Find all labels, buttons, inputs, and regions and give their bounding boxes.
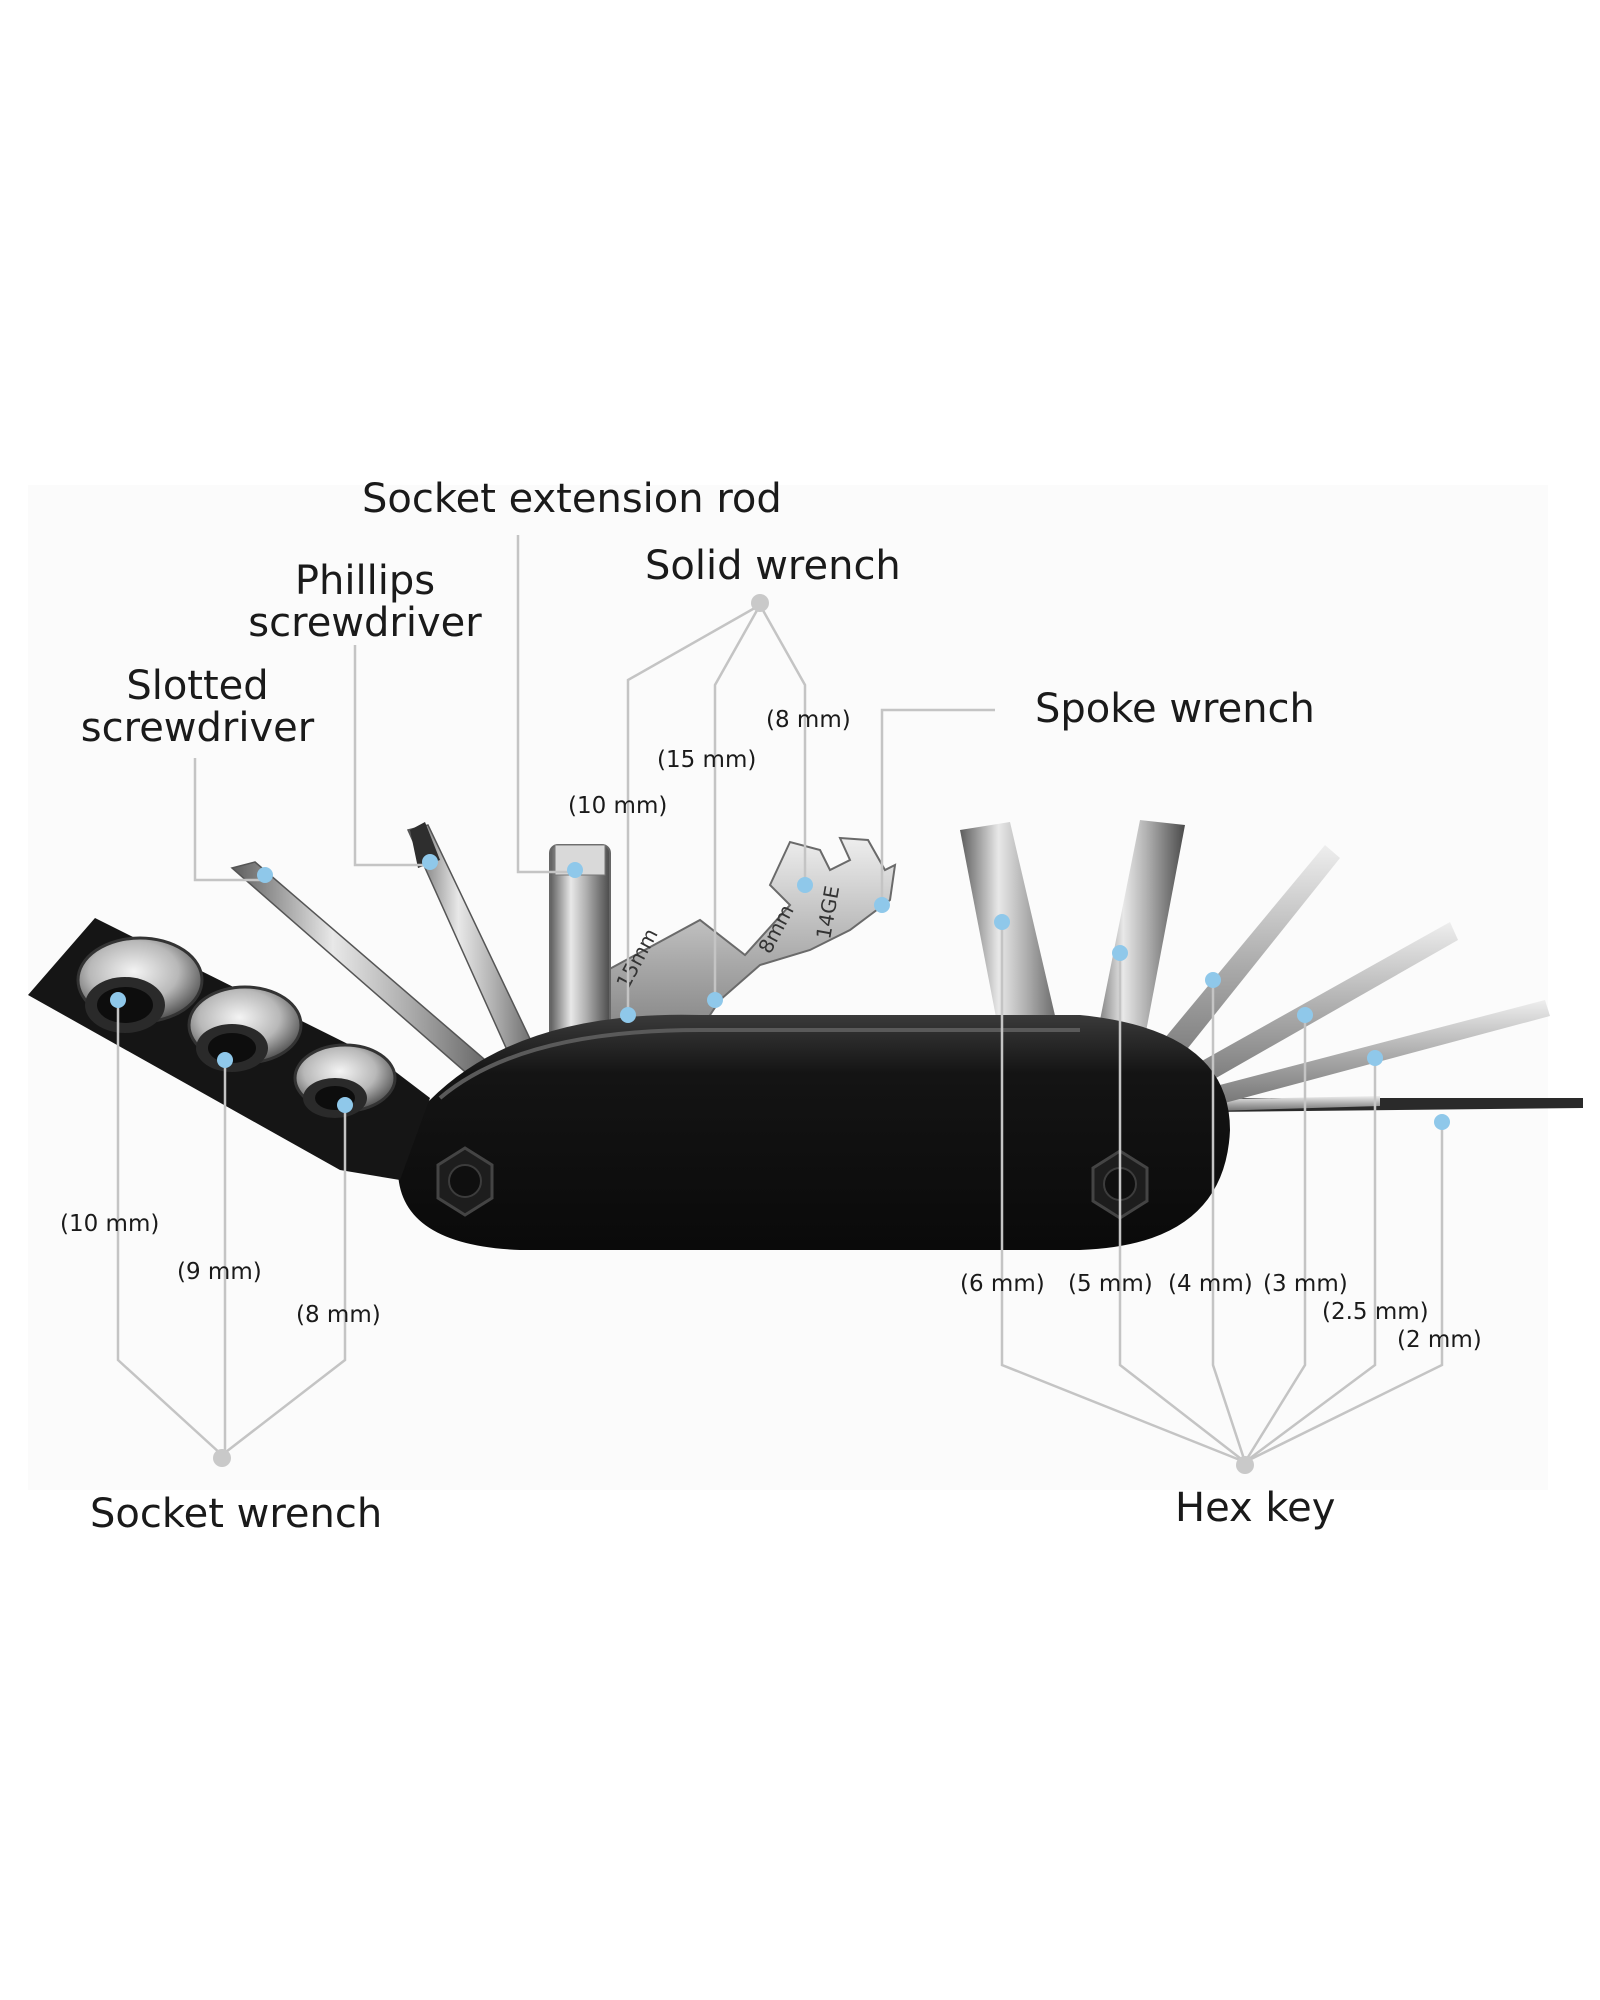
size-hex-5mm: (5 mm): [1068, 1271, 1153, 1297]
label-slotted-screwdriver: Slotted screwdriver: [75, 665, 320, 749]
hub-dot-hex-key: [1236, 1456, 1254, 1474]
line-hex-3mm: [1243, 1015, 1307, 1463]
label-phillips-screwdriver: Phillips screwdriver: [245, 560, 485, 644]
label-phillips-line1: Phillips: [294, 558, 436, 604]
line-hex-4mm: [1211, 980, 1247, 1463]
size-solid-10mm: (10 mm): [568, 793, 668, 819]
label-spoke-wrench: Spoke wrench: [1035, 686, 1315, 732]
line-hex-2mm: [1244, 1122, 1444, 1464]
marker-solid-8mm: [797, 877, 813, 893]
size-hex-6mm: (6 mm): [960, 1271, 1045, 1297]
marker-extension-rod: [567, 862, 583, 878]
line-socket-8mm: [221, 1105, 347, 1456]
marker-dots: [110, 854, 1450, 1130]
line-spoke-wrench: [880, 708, 995, 905]
marker-socket-9mm: [217, 1052, 233, 1068]
line-socket-extension-rod: [516, 535, 575, 874]
socket-10mm: [76, 936, 204, 1033]
size-solid-15mm: (15 mm): [657, 747, 757, 773]
hub-dot-solid-wrench: [751, 594, 769, 612]
size-hex-3mm: (3 mm): [1263, 1271, 1348, 1297]
size-hex-4mm: (4 mm): [1168, 1271, 1253, 1297]
label-phillips-line2: screwdriver: [248, 600, 482, 646]
line-solid-wrench-8mm: [758, 604, 807, 885]
hex-key-4mm: [1130, 845, 1340, 1098]
marker-hex-2-5mm: [1367, 1050, 1383, 1066]
tool-drawing: 15mm 8mm 14GE: [28, 820, 1583, 1250]
size-solid-8mm: (8 mm): [766, 707, 851, 733]
line-hex-6mm: [1000, 922, 1246, 1464]
marker-hex-6mm: [994, 914, 1010, 930]
label-slotted-line1: Slotted: [126, 663, 269, 709]
marker-solid-10mm: [620, 1007, 636, 1023]
line-slotted-screwdriver: [193, 758, 265, 882]
marker-socket-8mm: [337, 1097, 353, 1113]
marker-spoke: [874, 897, 890, 913]
marker-hex-2mm: [1434, 1114, 1450, 1130]
label-solid-wrench: Solid wrench: [645, 543, 901, 589]
socket-9mm: [187, 985, 303, 1072]
marker-hex-4mm: [1205, 972, 1221, 988]
size-socket-9mm: (9 mm): [177, 1259, 262, 1285]
hex-key-2-5mm: [1170, 1000, 1550, 1116]
marker-socket-10mm: [110, 992, 126, 1008]
hub-dot-socket-wrench: [213, 1449, 231, 1467]
line-hex-5mm: [1118, 953, 1246, 1463]
marker-hex-5mm: [1112, 945, 1128, 961]
label-socket-wrench: Socket wrench: [90, 1491, 383, 1537]
line-solid-wrench-15mm: [713, 604, 762, 1000]
size-socket-8mm: (8 mm): [296, 1302, 381, 1328]
marker-hex-3mm: [1297, 1007, 1313, 1023]
label-slotted-line2: screwdriver: [80, 705, 315, 751]
bolt-left: [436, 1146, 494, 1217]
size-hex-2mm: (2 mm): [1397, 1327, 1482, 1353]
size-hex-2-5mm: (2.5 mm): [1322, 1299, 1429, 1325]
label-socket-extension-rod: Socket extension rod: [362, 476, 782, 522]
marker-solid-15mm: [707, 992, 723, 1008]
tool-body: [397, 1014, 1230, 1250]
label-hex-key: Hex key: [1175, 1485, 1336, 1531]
line-solid-wrench-10mm: [626, 603, 761, 1015]
line-socket-10mm: [116, 1000, 223, 1456]
marker-slotted: [257, 867, 273, 883]
line-phillips-screwdriver: [353, 645, 430, 867]
size-socket-10mm: (10 mm): [60, 1211, 160, 1237]
line-hex-2-5mm: [1244, 1058, 1377, 1464]
marker-phillips: [422, 854, 438, 870]
callout-lines: [116, 535, 1444, 1464]
